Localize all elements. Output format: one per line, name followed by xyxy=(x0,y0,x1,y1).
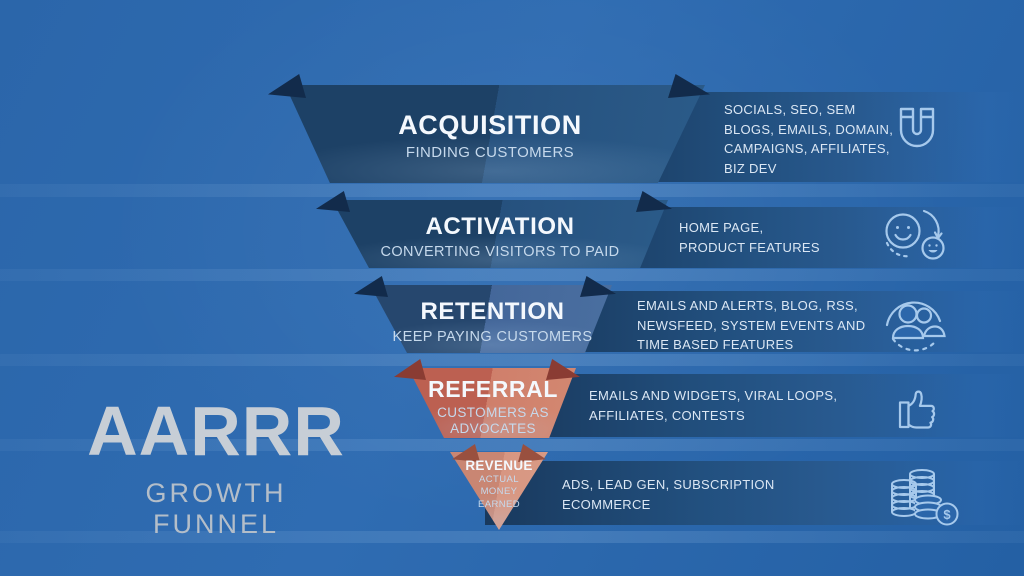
fold-corner xyxy=(268,74,306,98)
brand-block: AARRR GROWTH FUNNEL xyxy=(78,396,354,540)
stage-subtitle: ACTUAL MONEY EARNED xyxy=(478,474,520,510)
smiley-faces-icon xyxy=(878,204,954,266)
stage-subtitle: FINDING CUSTOMERS xyxy=(405,144,575,161)
stage-title: ACTIVATION xyxy=(425,213,575,240)
thumbs-up-icon xyxy=(892,380,946,432)
stage-tactics: HOME PAGE, PRODUCT FEATURES xyxy=(679,220,820,255)
stage-tactics: SOCIALS, SEO, SEM BLOGS, EMAILS, DOMAIN,… xyxy=(724,102,894,176)
stage-title: REFERRAL xyxy=(427,376,559,402)
row-divider-highlight xyxy=(0,269,1024,281)
coins-icon: $ xyxy=(882,458,960,526)
funnel-stage-acquisition xyxy=(285,85,705,183)
stage-tactics: ADS, LEAD GEN, SUBSCRIPTION ECOMMERCE xyxy=(562,477,775,512)
funnel-subtitle: GROWTH FUNNEL xyxy=(145,478,287,539)
customers-group-icon xyxy=(880,290,948,352)
stage-subtitle: CONVERTING VISITORS TO PAID xyxy=(380,244,620,260)
stage-tactics: EMAILS AND ALERTS, BLOG, RSS, NEWSFEED, … xyxy=(637,298,866,352)
stage-subtitle: KEEP PAYING CUSTOMERS xyxy=(392,329,593,345)
row-divider-highlight xyxy=(0,354,1024,366)
magnet-icon xyxy=(886,102,948,164)
stage-tactics: EMAILS AND WIDGETS, VIRAL LOOPS, AFFILIA… xyxy=(589,388,838,423)
funnel-title: AARRR xyxy=(87,392,345,470)
stage-subtitle: CUSTOMERS AS ADVOCATES xyxy=(437,405,549,436)
funnel-stage-retention xyxy=(370,285,612,353)
stage-title: ACQUISITION xyxy=(398,110,582,140)
dollar-glyph: $ xyxy=(943,507,951,522)
row-divider-highlight xyxy=(0,531,1024,543)
stage-title: RETENTION xyxy=(420,298,565,325)
row-divider-highlight xyxy=(0,439,1024,451)
stage-title: REVENUE xyxy=(465,458,533,473)
referral-tactics-bar xyxy=(505,374,1024,437)
row-divider-highlight xyxy=(0,184,1024,197)
funnel-stage-activation xyxy=(332,200,668,268)
